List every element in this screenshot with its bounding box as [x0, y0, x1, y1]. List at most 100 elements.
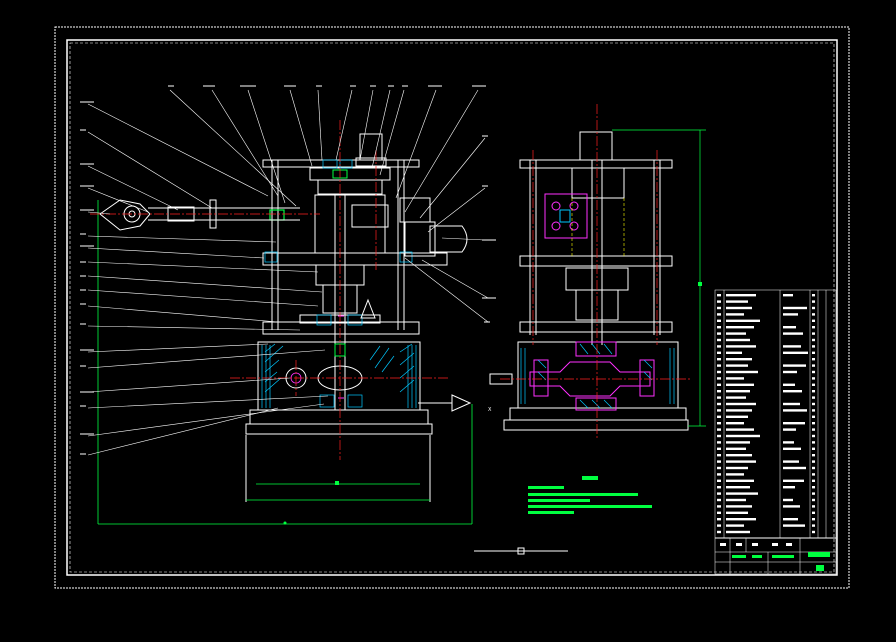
- row-material-mark: [783, 518, 798, 521]
- technical-notes: [528, 476, 652, 514]
- row-material-mark: [783, 460, 799, 463]
- row-qty-mark: [812, 454, 815, 457]
- row-index-mark: [717, 326, 721, 329]
- row-name-mark: [726, 396, 746, 399]
- row-index-mark: [717, 409, 721, 412]
- row-material-mark: [783, 505, 800, 508]
- row-name-mark: [726, 370, 758, 374]
- row-material-mark: [783, 313, 798, 316]
- view-marker-label: X: [488, 407, 492, 413]
- row-name-mark: [726, 326, 754, 329]
- row-index-mark: [717, 364, 721, 367]
- row-index-mark: [717, 332, 721, 335]
- row-material-mark: [783, 332, 803, 335]
- row-material-mark: [783, 498, 793, 502]
- row-index-mark: [717, 460, 721, 463]
- row-name-mark: [726, 383, 754, 386]
- row-material-mark: [783, 422, 805, 425]
- row-index-mark: [717, 473, 721, 476]
- row-qty-mark: [812, 428, 815, 431]
- row-qty-mark: [812, 326, 815, 329]
- side-view: X: [488, 104, 706, 440]
- row-qty-mark: [812, 511, 815, 514]
- row-qty-mark: [812, 351, 815, 354]
- row-material-mark: [783, 466, 806, 470]
- row-qty-mark: [812, 390, 815, 393]
- row-material-mark: [783, 306, 807, 310]
- front-section-view: [80, 85, 496, 525]
- scale-bar: [474, 547, 568, 555]
- row-material-mark: [783, 294, 793, 297]
- row-qty-mark: [812, 313, 815, 316]
- row-name-mark: [726, 486, 750, 489]
- row-index-mark: [717, 377, 721, 380]
- row-index-mark: [717, 338, 721, 342]
- row-qty-mark: [812, 505, 815, 508]
- row-name-mark: [726, 364, 748, 367]
- row-index-mark: [717, 319, 721, 322]
- row-qty-mark: [812, 479, 815, 482]
- row-index-mark: [717, 313, 721, 316]
- row-qty-mark: [812, 524, 815, 527]
- row-qty-mark: [812, 383, 815, 386]
- row-qty-mark: [812, 364, 815, 367]
- row-qty-mark: [812, 409, 815, 412]
- row-qty-mark: [812, 294, 815, 297]
- row-name-mark: [726, 409, 752, 412]
- row-index-mark: [717, 447, 721, 450]
- row-name-mark: [726, 505, 752, 508]
- row-qty-mark: [812, 396, 815, 399]
- row-index-mark: [717, 511, 721, 514]
- row-name-mark: [726, 498, 746, 502]
- row-index-mark: [717, 370, 721, 374]
- row-name-mark: [726, 390, 750, 393]
- row-material-mark: [783, 486, 795, 489]
- row-name-mark: [726, 345, 756, 348]
- row-name-mark: [726, 351, 742, 354]
- row-material-mark: [783, 383, 795, 386]
- row-name-mark: [726, 415, 748, 418]
- row-name-mark: [726, 358, 752, 361]
- row-material-mark: [783, 370, 797, 374]
- row-name-mark: [726, 530, 750, 534]
- row-material-mark: [783, 364, 806, 367]
- row-qty-mark: [812, 441, 815, 444]
- parts-list-rows: [717, 294, 815, 534]
- row-name-mark: [726, 306, 752, 310]
- row-qty-mark: [812, 447, 815, 450]
- row-qty-mark: [812, 370, 815, 374]
- row-index-mark: [717, 454, 721, 457]
- row-qty-mark: [812, 319, 815, 322]
- row-name-mark: [726, 460, 756, 463]
- row-material-mark: [783, 479, 804, 482]
- row-name-mark: [726, 447, 746, 450]
- row-qty-mark: [812, 466, 815, 470]
- row-name-mark: [726, 479, 754, 482]
- row-qty-mark: [812, 422, 815, 425]
- row-qty-mark: [812, 434, 815, 438]
- row-qty-mark: [812, 306, 815, 310]
- row-material-mark: [783, 409, 807, 412]
- row-index-mark: [717, 422, 721, 425]
- row-name-mark: [726, 466, 748, 470]
- row-name-mark: [726, 338, 750, 342]
- row-name-mark: [726, 454, 752, 457]
- row-material-mark: [783, 351, 808, 354]
- parts-list-table: [714, 289, 837, 575]
- row-qty-mark: [812, 358, 815, 361]
- row-index-mark: [717, 530, 721, 534]
- row-index-mark: [717, 492, 721, 495]
- row-name-mark: [726, 473, 744, 476]
- row-index-mark: [717, 300, 721, 303]
- row-index-mark: [717, 524, 721, 527]
- row-material-mark: [783, 441, 794, 444]
- row-material-mark: [783, 524, 805, 527]
- row-qty-mark: [812, 530, 815, 534]
- row-name-mark: [726, 402, 756, 406]
- row-index-mark: [717, 396, 721, 399]
- row-qty-mark: [812, 345, 815, 348]
- row-material-mark: [783, 345, 801, 348]
- row-index-mark: [717, 479, 721, 482]
- row-name-mark: [726, 434, 760, 438]
